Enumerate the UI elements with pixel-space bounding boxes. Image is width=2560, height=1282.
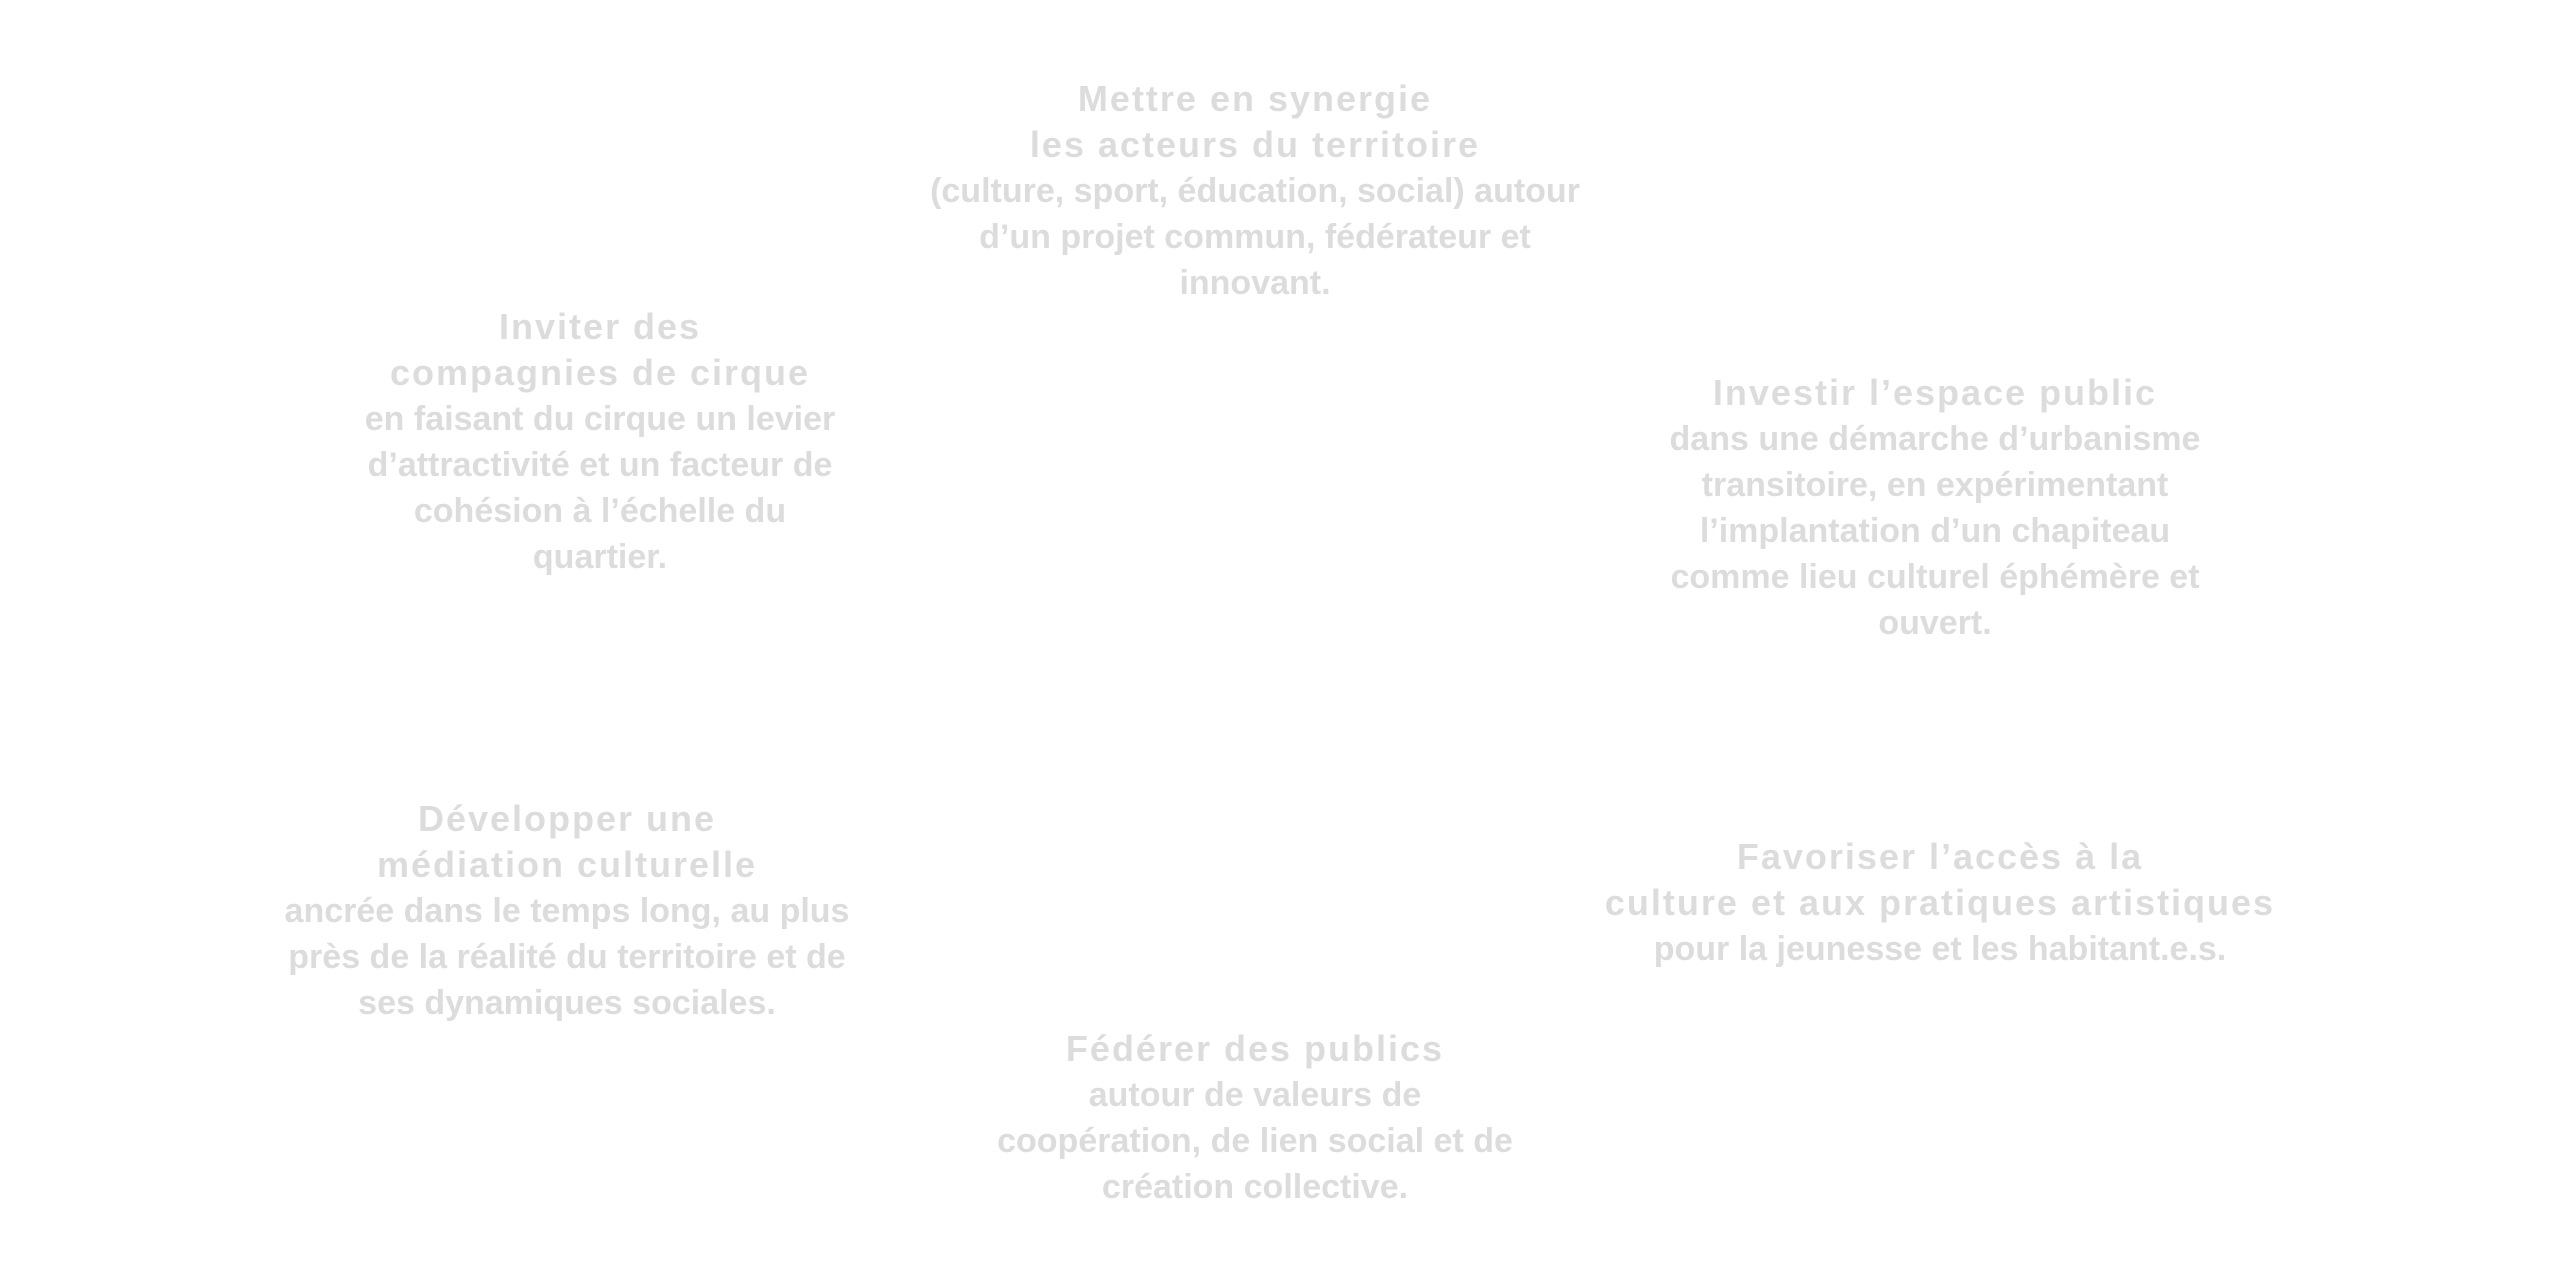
- objective-text: transitoire, en expérimentant: [1701, 466, 2169, 504]
- objective-title: Inviter des: [498, 306, 702, 347]
- objective-text: (culture, sport, éducation, social) auto…: [930, 172, 1580, 210]
- objective-mediation: Développer une médiation culturelle ancr…: [285, 796, 850, 1026]
- objective-text: innovant.: [1179, 264, 1331, 302]
- objective-text: cohésion à l’échelle du: [413, 492, 787, 530]
- objective-text: l’implantation d’un chapiteau: [1699, 512, 2171, 550]
- objective-audiences: Fédérer des publics autour de valeurs de…: [997, 1026, 1513, 1210]
- objective-access: Favoriser l’accès à la culture et aux pr…: [1605, 834, 2275, 972]
- objective-title: culture et aux pratiques artistiques: [1604, 882, 2276, 923]
- objective-text: création collective.: [1101, 1168, 1409, 1206]
- objective-text: près de la réalité du territoire et de: [288, 938, 846, 976]
- objective-circus: Inviter des compagnies de cirque en fais…: [365, 304, 835, 580]
- objective-text: d’attractivité et un facteur de: [367, 446, 833, 484]
- objective-title: Mettre en synergie: [1077, 78, 1433, 119]
- objective-text: ancrée dans le temps long, au plus: [284, 892, 850, 930]
- objective-title: les acteurs du territoire: [1029, 124, 1481, 165]
- objective-title: Favoriser l’accès à la: [1736, 836, 2144, 877]
- objective-text: en faisant du cirque un levier: [364, 400, 836, 438]
- objective-text: dans une démarche d’urbanisme: [1669, 420, 2201, 458]
- objective-title: Investir l’espace public: [1712, 372, 2158, 413]
- objective-text: ouvert.: [1878, 604, 1992, 642]
- objective-title: Fédérer des publics: [1065, 1028, 1445, 1069]
- objective-text: coopération, de lien social et de: [997, 1122, 1513, 1160]
- objective-text: d’un projet commun, fédérateur et: [979, 218, 1531, 256]
- objective-text: quartier.: [532, 538, 668, 576]
- objective-title: médiation culturelle: [376, 844, 758, 885]
- objective-title: compagnies de cirque: [389, 352, 811, 393]
- objective-text: comme lieu culturel éphémère et: [1670, 558, 2200, 596]
- objective-title: Développer une: [417, 798, 717, 839]
- objective-text: autour de valeurs de: [1088, 1076, 1422, 1114]
- objective-text: ses dynamiques sociales.: [358, 984, 776, 1022]
- objective-text: pour la jeunesse et les habitant.e.s.: [1653, 930, 2227, 968]
- objective-synergy: Mettre en synergie les acteurs du territ…: [930, 76, 1580, 306]
- objective-public-space: Investir l’espace public dans une démarc…: [1670, 370, 2201, 646]
